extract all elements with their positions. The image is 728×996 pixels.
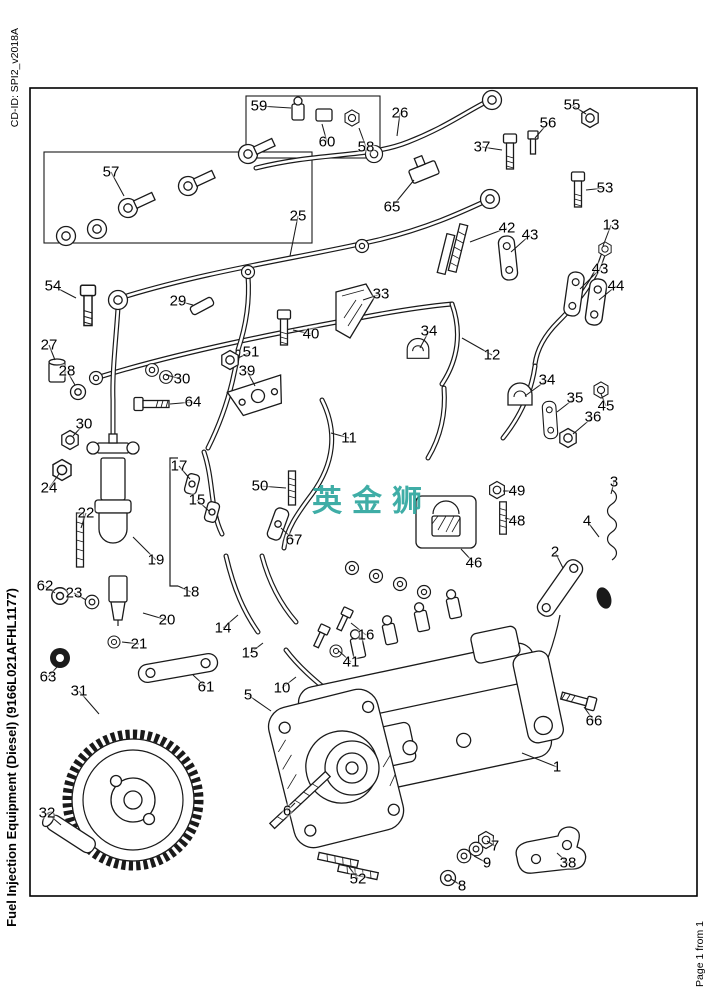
part-callout-58: 58 xyxy=(357,138,375,156)
part-callout-5: 5 xyxy=(243,686,253,704)
part-callout-1: 1 xyxy=(552,758,562,776)
part-callout-8: 8 xyxy=(457,877,467,895)
part-callout-48: 48 xyxy=(508,512,526,530)
part-callout-21: 21 xyxy=(130,635,148,653)
part-callout-54: 54 xyxy=(44,277,62,295)
part-callout-50: 50 xyxy=(251,477,269,495)
part-callout-9: 9 xyxy=(482,854,492,872)
part-callout-57: 57 xyxy=(102,163,120,181)
part-callout-22: 22 xyxy=(77,504,95,522)
part-callout-27: 27 xyxy=(40,336,58,354)
part-callout-3: 3 xyxy=(609,473,619,491)
part-callout-65: 65 xyxy=(383,198,401,216)
part-callout-4: 4 xyxy=(582,512,592,530)
part-callout-66: 66 xyxy=(585,712,603,730)
part-callout-51: 51 xyxy=(242,343,260,361)
part-callout-38: 38 xyxy=(559,854,577,872)
cd-id-label: CD-ID: SPI2_v2018A xyxy=(9,28,21,128)
part-callout-24: 24 xyxy=(40,479,58,497)
part-callout-44: 44 xyxy=(607,277,625,295)
part-callout-33: 33 xyxy=(372,285,390,303)
part-callout-40: 40 xyxy=(302,325,320,343)
part-callout-34: 34 xyxy=(538,371,556,389)
part-callout-43: 43 xyxy=(591,260,609,278)
part-callout-17: 17 xyxy=(170,457,188,475)
part-callout-53: 53 xyxy=(596,179,614,197)
part-callout-28: 28 xyxy=(58,362,76,380)
part-callout-37: 37 xyxy=(473,138,491,156)
leader-lines xyxy=(44,104,617,887)
part-callout-29: 29 xyxy=(169,292,187,310)
part-callout-20: 20 xyxy=(158,611,176,629)
part-callout-52: 52 xyxy=(349,870,367,888)
part-callout-49: 49 xyxy=(508,482,526,500)
part-callout-35: 35 xyxy=(566,389,584,407)
part-callout-60: 60 xyxy=(318,133,336,151)
part-callout-45: 45 xyxy=(597,397,615,415)
part-callout-23: 23 xyxy=(65,584,83,602)
part-callout-11: 11 xyxy=(341,429,357,447)
part-callout-16: 16 xyxy=(357,626,375,644)
part-callout-2: 2 xyxy=(550,543,560,561)
part-callout-62: 62 xyxy=(36,577,54,595)
part-callout-67: 67 xyxy=(285,531,303,549)
document-title: Fuel Injection Equipment (Diesel) (9166L… xyxy=(4,588,19,927)
part-callout-41: 41 xyxy=(342,653,360,671)
part-callout-25: 25 xyxy=(289,207,307,225)
part-callout-43: 43 xyxy=(521,226,539,244)
part-callout-59: 59 xyxy=(250,97,268,115)
part-callout-32: 32 xyxy=(38,804,56,822)
part-callout-34: 34 xyxy=(420,322,438,340)
part-callout-61: 61 xyxy=(197,678,215,696)
part-callout-42: 42 xyxy=(498,219,516,237)
watermark: 英金狮 xyxy=(312,485,432,518)
part-callout-15: 15 xyxy=(188,491,206,509)
part-callout-10: 10 xyxy=(273,679,291,697)
part-callout-14: 14 xyxy=(214,619,232,637)
part-callout-7: 7 xyxy=(490,837,500,855)
part-callout-12: 12 xyxy=(483,346,501,364)
part-callout-19: 19 xyxy=(147,551,165,569)
part-callout-18: 18 xyxy=(182,583,200,601)
part-callout-64: 64 xyxy=(184,393,202,411)
part-callout-31: 31 xyxy=(70,682,88,700)
part-callout-56: 56 xyxy=(539,114,557,132)
part-callout-13: 13 xyxy=(602,216,620,234)
part-callout-36: 36 xyxy=(584,408,602,426)
part-callout-30: 30 xyxy=(173,370,191,388)
page-number-label: Page 1 from 1 xyxy=(694,921,706,987)
part-callout-63: 63 xyxy=(39,668,57,686)
part-callout-39: 39 xyxy=(238,362,256,380)
part-callout-55: 55 xyxy=(563,96,581,114)
part-callout-30: 30 xyxy=(75,415,93,433)
part-callout-15: 15 xyxy=(241,644,259,662)
part-callout-26: 26 xyxy=(391,104,409,122)
part-callout-46: 46 xyxy=(465,554,483,572)
part-callout-6: 6 xyxy=(282,802,292,820)
